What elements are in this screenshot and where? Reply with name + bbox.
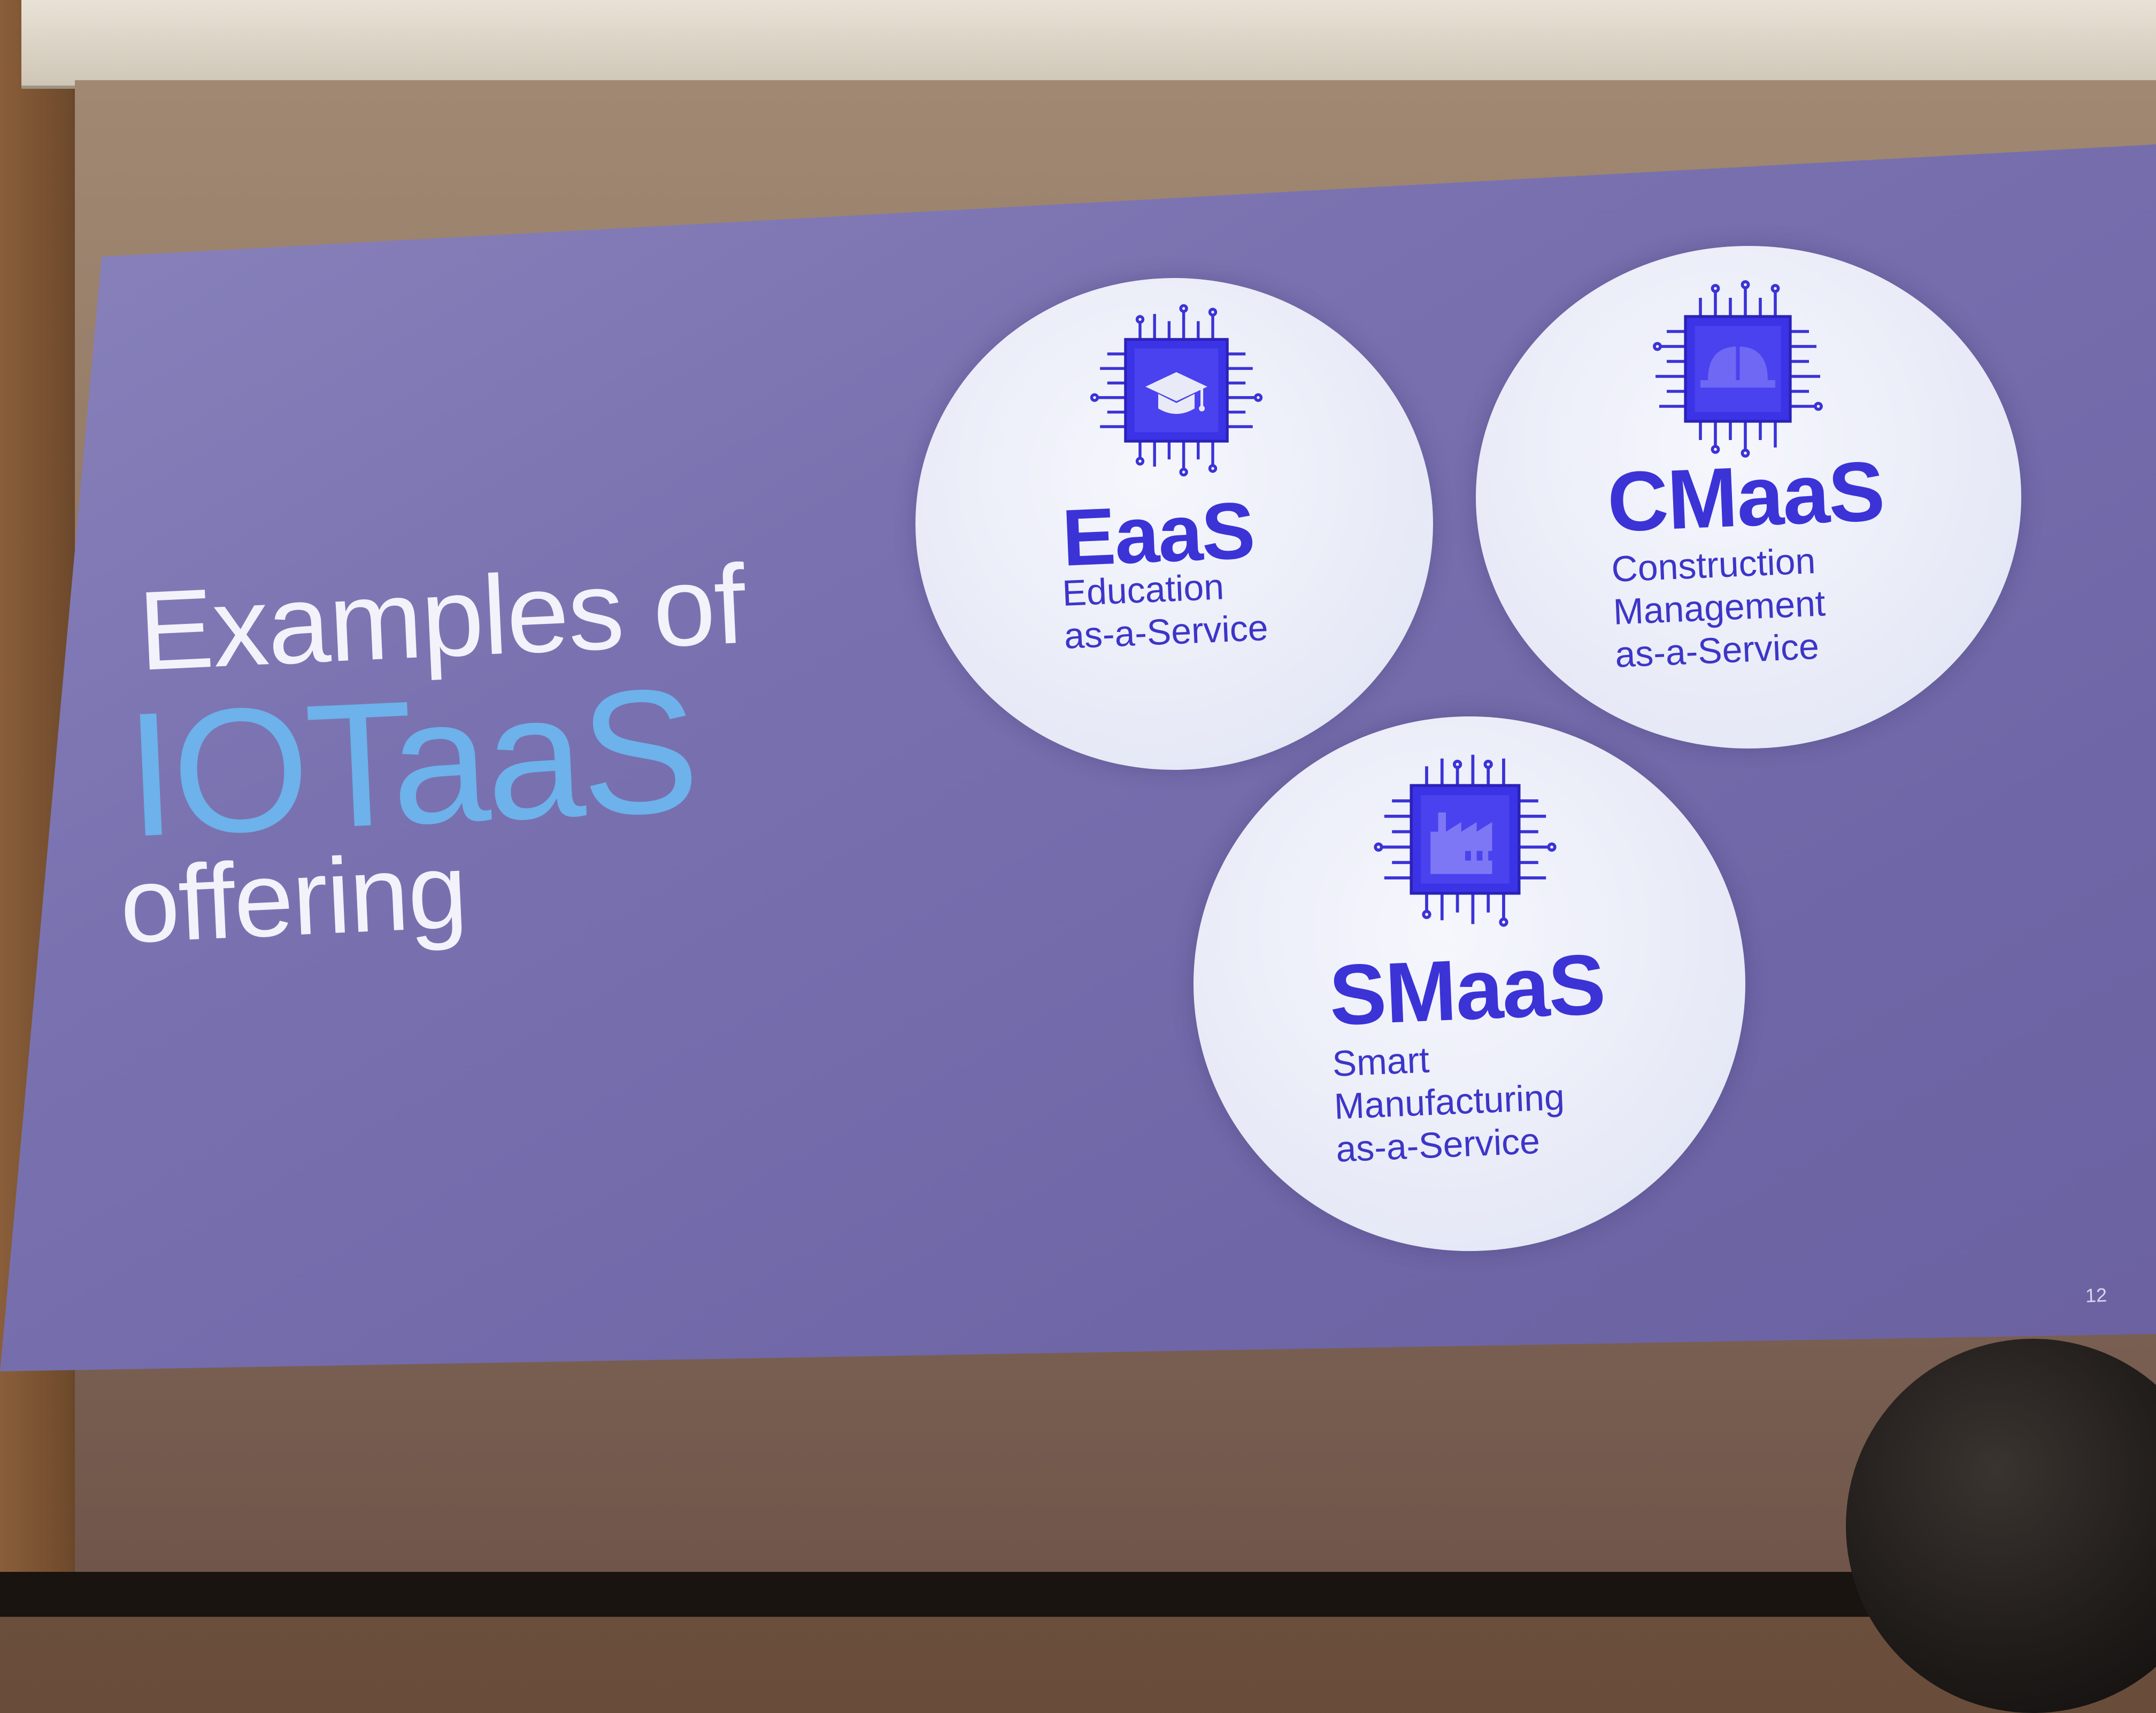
smaas-description: Smart Manufacturing as-a-Service bbox=[1331, 1039, 1566, 1170]
cmaas-description: Construction Management as-a-Service bbox=[1611, 541, 1827, 675]
smaas-abbreviation: SMaaS bbox=[1327, 936, 1607, 1044]
factory-chip-icon bbox=[1374, 754, 1557, 927]
graduation-cap-chip-icon bbox=[1090, 304, 1263, 477]
room-floor bbox=[0, 1572, 2156, 1617]
eaas-description: Education as-a-Service bbox=[1061, 566, 1269, 657]
cmaas-abbreviation: CMaaS bbox=[1605, 444, 1886, 550]
projector-screen-housing bbox=[21, 0, 2156, 89]
slide-title-line-3: offering bbox=[117, 830, 469, 966]
hard-hat-chip-icon bbox=[1653, 280, 1823, 458]
slide-page-number: 12 bbox=[2085, 1284, 2107, 1307]
presentation-slide: Examples of IOTaaS offering bbox=[0, 144, 2156, 1371]
